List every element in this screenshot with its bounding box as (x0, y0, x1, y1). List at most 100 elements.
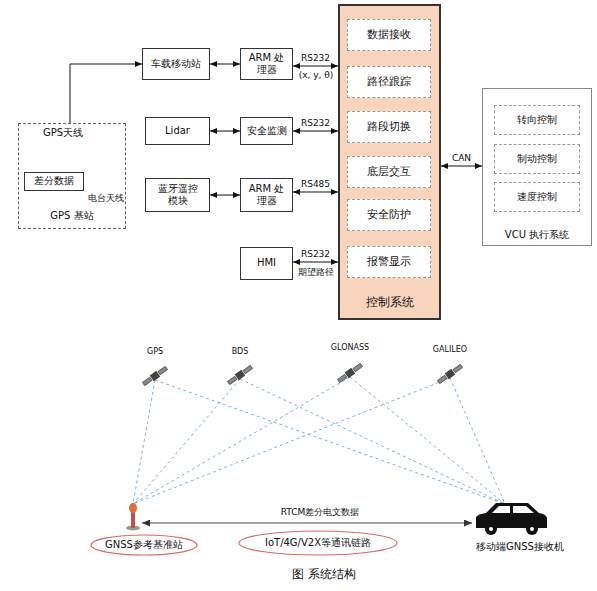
car-icon (513, 506, 534, 513)
module-box: 路段切换 (347, 111, 431, 143)
signal-line (133, 380, 155, 504)
signal-line (240, 379, 505, 504)
connector-arrow (293, 66, 338, 67)
node-text: 车载移动站 (151, 58, 201, 71)
free-label: GALILEO (420, 345, 480, 355)
node-text: 蓝牙遥控模块 (155, 183, 200, 208)
node-text: ARM 处理器 (246, 183, 287, 208)
node-text: Lidar (165, 125, 190, 138)
control-system-box: 控制系统 数据接收路径跟踪路段切换底层交互安全防护报警显示 (338, 4, 441, 320)
car-icon (530, 527, 534, 531)
module-box: 数据接收 (347, 19, 431, 51)
node-text: 差分数据 (34, 175, 74, 188)
connector-arrow (210, 64, 240, 65)
free-label: GPS天线 (33, 127, 93, 139)
node-text: 报警显示 (367, 255, 411, 269)
satellite-icon (227, 364, 254, 386)
process-box: 差分数据 (24, 172, 84, 191)
connector-arrow (210, 131, 240, 132)
satellite-icon (437, 375, 447, 383)
group-box: GPS 基站 差分数据 (18, 123, 126, 229)
ellipse-label: IoT/4G/V2X等通讯链路 (238, 530, 398, 556)
ellipse-label: GNSS参考基准站 (90, 534, 198, 556)
process-box: 安全监测 (240, 117, 293, 145)
connector-arrow (293, 192, 338, 193)
node-text: 速度控制 (517, 191, 557, 204)
module-box: 安全防护 (347, 199, 431, 231)
connector-arrow (210, 195, 240, 196)
satellite-icon (445, 369, 456, 379)
signal-line (155, 380, 505, 504)
connector-arrow (293, 131, 338, 132)
connector-arrow (293, 262, 338, 263)
signal-line (133, 377, 505, 504)
car-icon (476, 503, 547, 535)
free-label: (x, y, θ) (294, 70, 338, 81)
process-box: 蓝牙遥控模块 (145, 178, 210, 212)
edge-label: RS232 (286, 249, 346, 260)
signal-line (450, 378, 505, 504)
module-box: 路径跟踪 (347, 66, 431, 98)
satellite-icon (337, 362, 364, 384)
satellite-icon (142, 365, 169, 387)
node-text: 安全监测 (247, 125, 287, 138)
signal-line (133, 377, 350, 504)
connector-arrow (70, 64, 142, 123)
signal-line (350, 377, 505, 504)
module-box: 转向控制 (494, 105, 580, 135)
satellite-icon (142, 377, 152, 385)
satellite-icon (337, 374, 347, 382)
satellite-icon (227, 376, 237, 384)
node-text: ARM 处理器 (246, 52, 287, 77)
car-icon (476, 503, 547, 528)
edge-label: CAN (432, 153, 492, 164)
group-title: GPS 基站 (19, 210, 125, 223)
car-icon (492, 506, 510, 513)
car-icon (485, 523, 497, 535)
vcu-box: VCU 执行系统转向控制制动控制速度控制 (482, 88, 592, 246)
satellite-icon (345, 368, 356, 378)
satellite-icon (353, 363, 363, 371)
car-icon (526, 523, 538, 535)
node-text: 数据接收 (367, 28, 411, 42)
satellite-icon (158, 366, 168, 374)
edge-label: RS232 (286, 53, 346, 64)
process-box: 车载移动站 (142, 48, 210, 80)
edge-label: RS232 (286, 118, 346, 129)
base-station-icon (126, 503, 140, 531)
free-label: BDS (220, 347, 260, 357)
free-label: RTCM差分电文数据 (245, 507, 395, 518)
free-label: 电台天线 (86, 193, 126, 204)
ellipse-outline (91, 535, 197, 555)
node-text: 路段切换 (367, 120, 411, 134)
module-box: 制动控制 (494, 144, 580, 174)
signal-line (133, 379, 240, 504)
satellite-icon (453, 364, 463, 372)
satellite-icon (150, 371, 161, 381)
base-station-icon (129, 503, 137, 513)
ellipse-outline (239, 531, 397, 555)
signal-line (133, 378, 450, 504)
satellite-icon (235, 370, 246, 380)
node-text: HMI (257, 257, 276, 270)
process-box: HMI (240, 247, 293, 280)
node-text: 转向控制 (517, 114, 557, 127)
group-title: 控制系统 (340, 295, 439, 310)
module-box: 底层交互 (347, 156, 431, 188)
free-label: 移动端GNSS接收机 (450, 541, 590, 553)
node-text: IoT/4G/V2X等通讯链路 (265, 537, 371, 550)
figure-caption: 图 系统结构 (244, 566, 404, 583)
process-box: ARM 处理器 (240, 178, 293, 212)
edge-label: RS485 (286, 179, 346, 190)
module-box: 报警显示 (347, 246, 431, 278)
satellite-icon (437, 363, 464, 385)
node-text: 安全防护 (367, 208, 411, 222)
connector-arrow (441, 166, 482, 167)
link-arrow (142, 523, 472, 524)
node-text: 路径跟踪 (367, 75, 411, 89)
car-icon (489, 527, 493, 531)
free-label: GLONASS (320, 343, 380, 353)
free-label: 期望路径 (294, 267, 338, 278)
module-box: 速度控制 (494, 182, 580, 212)
